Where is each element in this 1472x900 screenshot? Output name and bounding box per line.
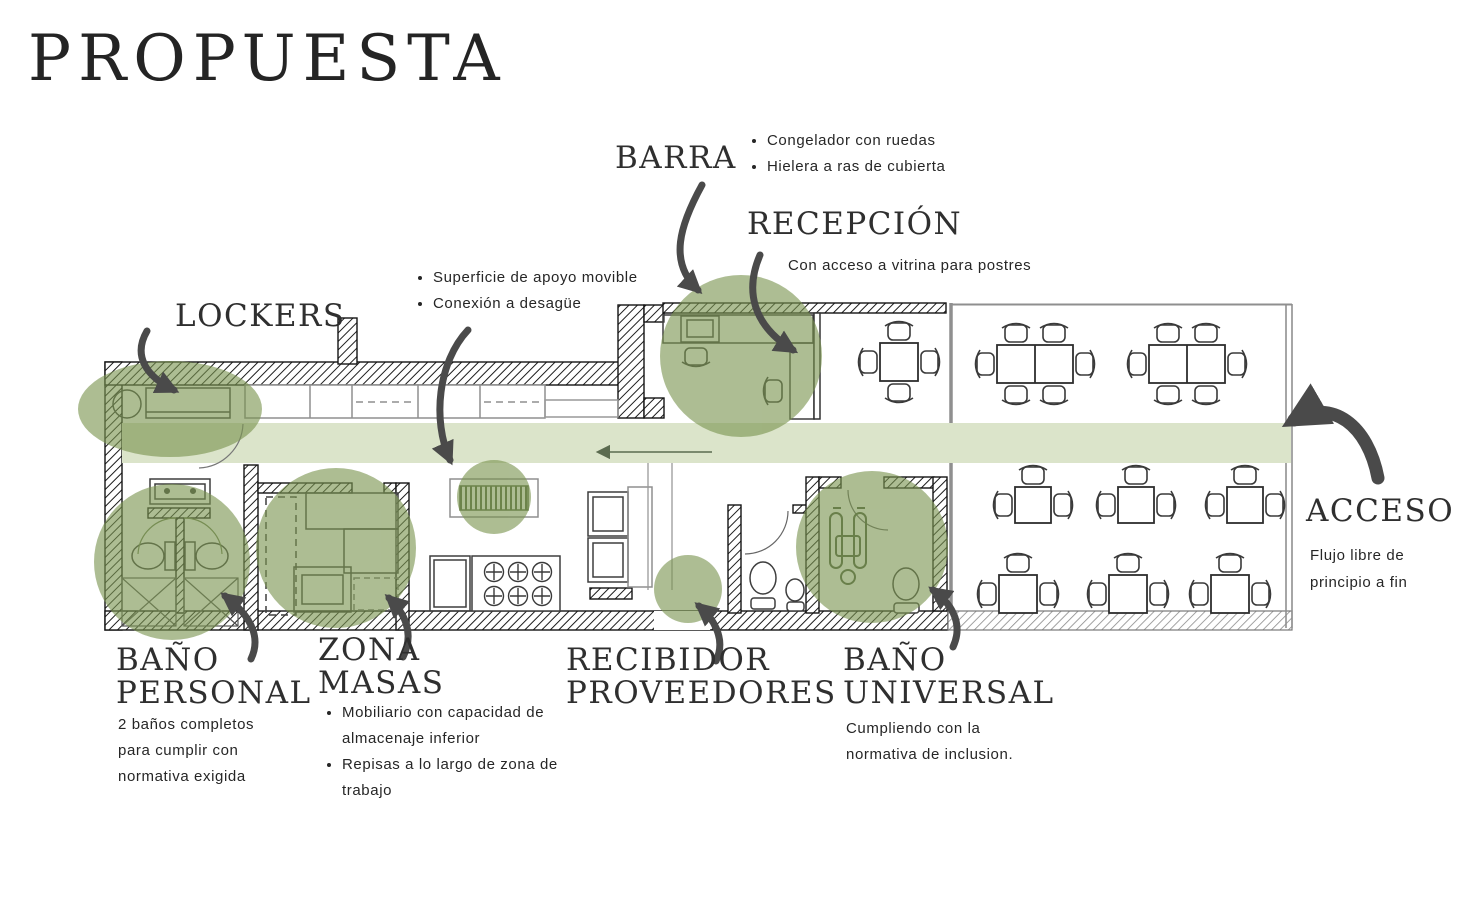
page-title: PROPUESTA	[28, 22, 507, 96]
label-line: ZONA	[318, 632, 421, 668]
dining-table-group	[976, 552, 1060, 614]
wall-smallbath-left	[727, 504, 742, 614]
dining-table-group	[1126, 322, 1248, 406]
dining-table-group	[992, 464, 1074, 524]
acceso-note-line1: Flujo libre de	[1310, 547, 1405, 564]
toilet-icon	[749, 561, 777, 595]
zone-label-recepcion: RECEPCIÓN	[747, 206, 963, 242]
bano-personal-note: 2 baños completos para cumplir con norma…	[118, 716, 255, 785]
kitchen-tall-units	[587, 463, 673, 590]
label-line: BAÑO	[116, 642, 220, 678]
label-line: BAÑO	[843, 642, 947, 678]
arrow-recepcion	[749, 251, 799, 354]
wall-kitchen-small	[589, 587, 633, 600]
highlight-bano-personal	[94, 484, 250, 640]
zona-masas-notes: Mobiliario con capacidad de almacenaje i…	[322, 700, 597, 804]
annotation-arrows	[137, 181, 1385, 665]
supplier-bathroom-fixtures	[744, 510, 805, 612]
dining-table-group	[1188, 552, 1272, 614]
wall-foot	[643, 397, 665, 419]
bano-universal-note: Cumpliendo con la normativa de inclusion…	[846, 720, 1014, 763]
zone-label-recibidor: RECIBIDOR PROVEEDORES	[566, 644, 837, 710]
note-item: Mobiliario con capacidad de almacenaje i…	[342, 700, 597, 752]
zone-label-zona-masas: ZONA MASAS	[318, 634, 445, 700]
dining-table-group	[857, 320, 941, 404]
highlight-lockers	[78, 361, 262, 457]
arrow-conexion	[431, 326, 472, 466]
label-line: RECIBIDOR	[566, 642, 771, 678]
arrow-acceso	[1281, 383, 1385, 485]
barra-notes: Congelador con ruedas Hielera a ras de c…	[747, 128, 997, 180]
label-line: UNIVERSAL	[843, 675, 1055, 711]
kitchen-counters	[244, 384, 619, 419]
arrow-bano-universal	[928, 586, 961, 651]
zone-label-barra: BARRA	[615, 140, 737, 176]
note-item: Conexión a desagüe	[433, 291, 703, 317]
highlight-superficie	[457, 460, 531, 534]
dining-tables	[857, 320, 1286, 614]
cabinet	[429, 555, 471, 612]
arrow-barra	[676, 181, 706, 295]
recepcion-note: Con acceso a vitrina para postres	[788, 257, 1032, 274]
arrow-bano-personal	[220, 592, 259, 663]
arrow-zona-masas	[384, 593, 412, 661]
door-arc	[744, 510, 789, 555]
note-item: Congelador con ruedas	[767, 128, 997, 154]
partitions	[949, 303, 1293, 628]
dining-table-group	[1095, 464, 1177, 524]
highlight-bano-universal	[796, 471, 948, 623]
dining-table-group	[1086, 552, 1170, 614]
zone-label-bano-universal: BAÑO UNIVERSAL	[843, 644, 1055, 710]
note-item: Repisas a lo largo de zona de trabajo	[342, 752, 597, 804]
zone-label-bano-personal: BAÑO PERSONAL	[116, 644, 312, 710]
kitchen-stove	[429, 555, 561, 612]
acceso-note: Flujo libre de principio a fin	[1310, 542, 1407, 596]
highlight-recibidor	[654, 555, 722, 623]
zone-highlights	[78, 275, 948, 640]
sink-icon	[785, 578, 805, 602]
arrow-recibidor	[694, 602, 724, 665]
highlight-recepcion	[660, 275, 822, 437]
label-line: PROVEEDORES	[566, 675, 837, 711]
flow-band	[122, 423, 1291, 463]
kitchen-notes: Superficie de apoyo movible Conexión a d…	[413, 265, 703, 317]
zone-label-lockers: LOCKERS	[175, 298, 346, 334]
arrow-lockers	[137, 327, 180, 394]
highlight-zona-masas	[256, 468, 416, 628]
label-line: MASAS	[318, 665, 445, 701]
zone-label-acceso: ACCESO	[1306, 493, 1455, 529]
acceso-note-line2: principio a fin	[1310, 574, 1408, 591]
note-item: Superficie de apoyo movible	[433, 265, 703, 291]
wall-column	[337, 317, 358, 365]
dining-table-group	[1204, 464, 1286, 524]
wall-kitchen-reception	[617, 304, 645, 419]
note-item: Hielera a ras de cubierta	[767, 154, 997, 180]
label-line: PERSONAL	[116, 675, 312, 711]
dining-table-group	[974, 322, 1096, 406]
